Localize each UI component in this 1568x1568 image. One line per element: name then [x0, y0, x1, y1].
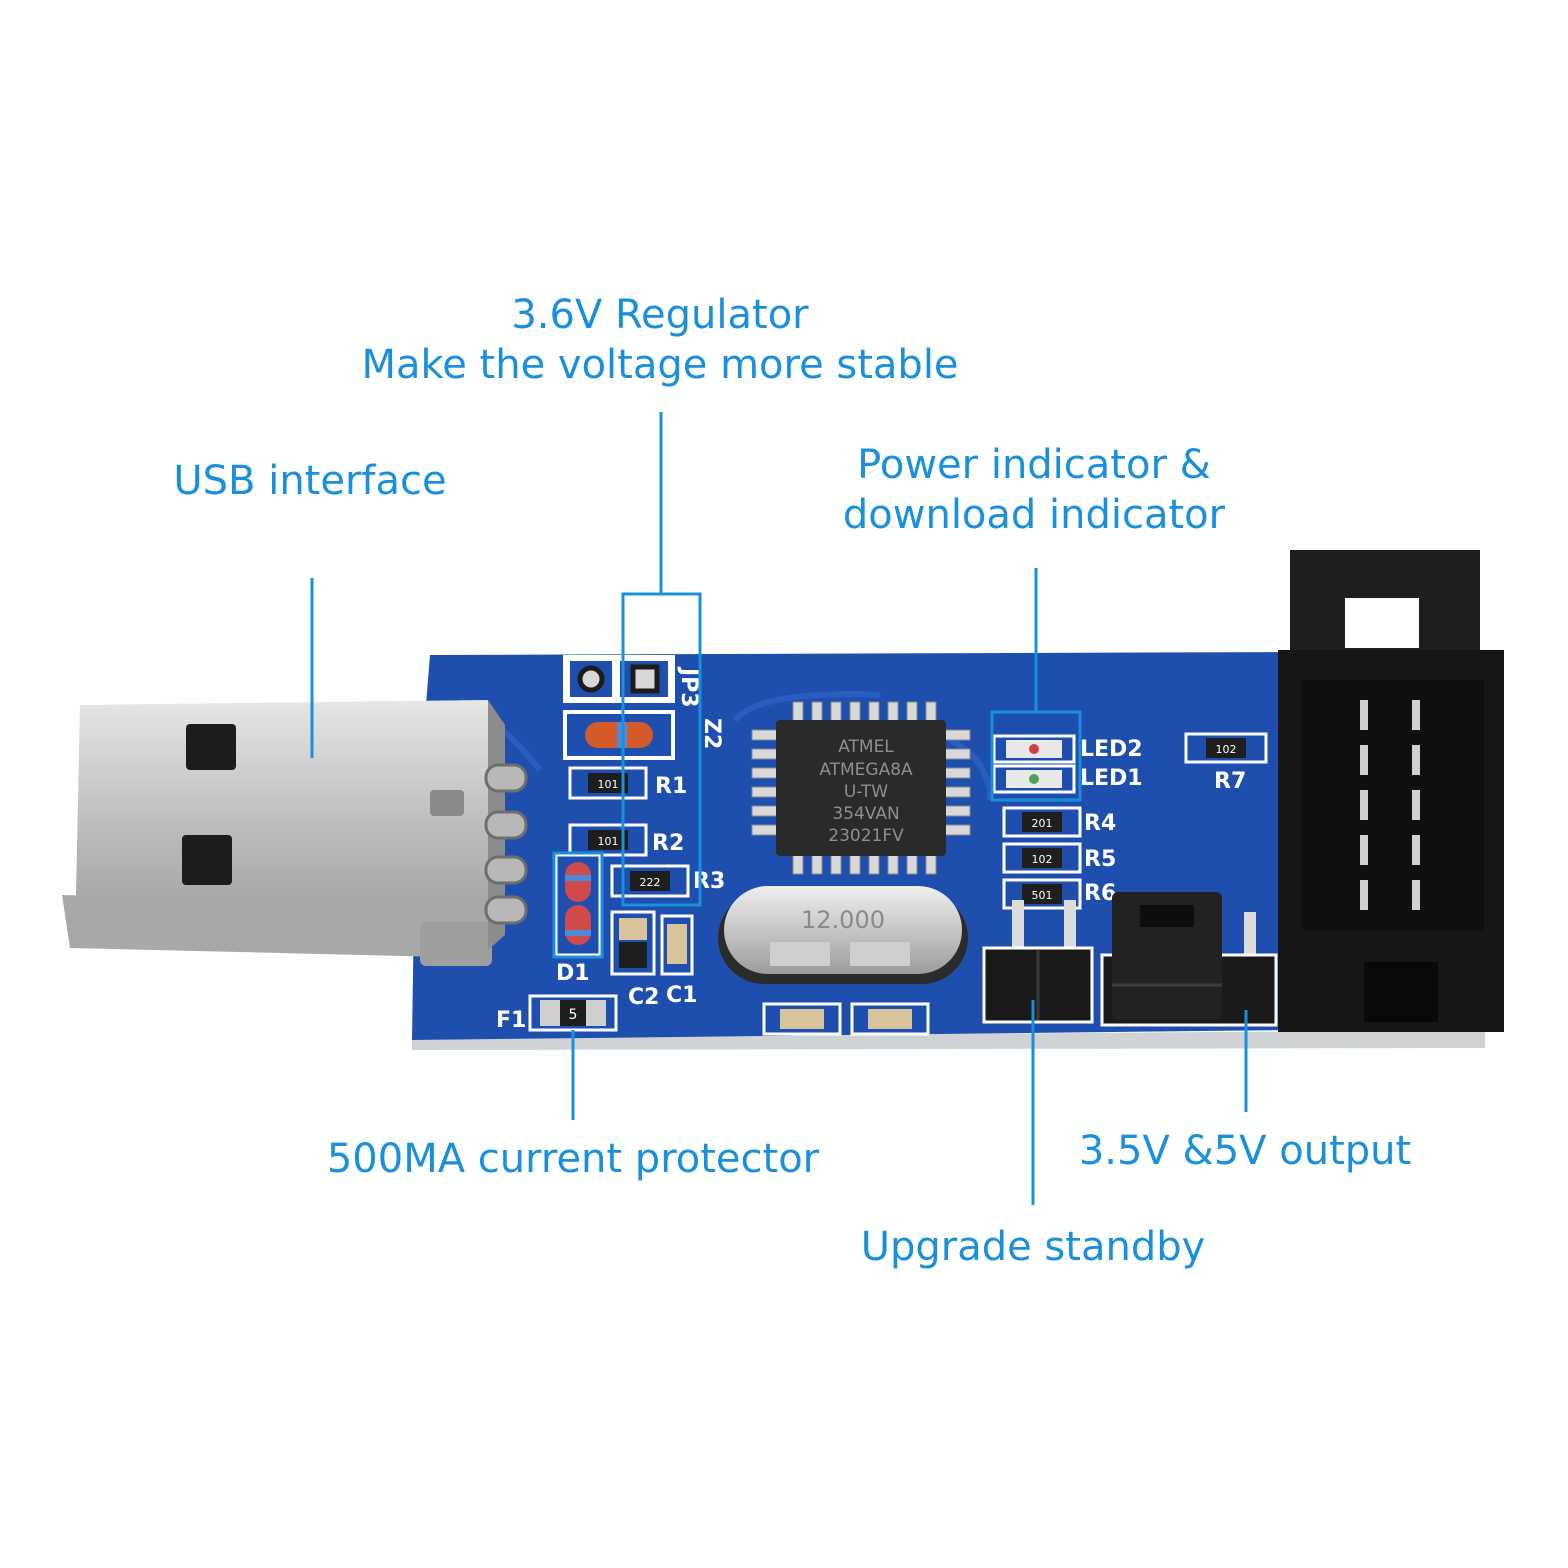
callout-regulator: 3.6V Regulator Make the voltage more sta… — [340, 290, 980, 390]
silk-r6: R6 — [1084, 881, 1116, 906]
silk-r3: R3 — [693, 869, 725, 894]
svg-text:102: 102 — [1032, 853, 1053, 866]
silk-r4: R4 — [1084, 811, 1116, 836]
callout-output-line1: 3.5V &5V output — [1078, 1128, 1412, 1174]
callout-usb-line1: USB interface — [173, 458, 447, 504]
callout-output: 3.5V &5V output — [1070, 1126, 1420, 1176]
svg-text:12.000: 12.000 — [801, 906, 885, 934]
chip-line-4: 354VAN — [832, 804, 899, 824]
leader-diode-box — [552, 851, 604, 959]
callout-usb-interface: USB interface — [150, 456, 470, 506]
silk-r7: R7 — [1214, 769, 1246, 794]
callout-fuse-line1: 500MA current protector — [326, 1136, 820, 1182]
resistor-r2: 101 — [568, 823, 648, 857]
silk-z2: Z2 — [699, 718, 724, 749]
callout-indicator-line1: Power indicator & — [857, 442, 1211, 488]
silk-jp3: JP3 — [676, 666, 701, 708]
chip-line-2: ATMEGA8A — [819, 760, 913, 780]
silk-led1: LED1 — [1080, 766, 1143, 791]
resistor-r4: 201 — [1002, 806, 1082, 838]
fuse-f1: 5 — [528, 994, 618, 1032]
silk-f1: F1 — [496, 1008, 526, 1033]
svg-text:5: 5 — [569, 1007, 578, 1023]
leader-regulator-bracket — [621, 592, 702, 907]
svg-text:102: 102 — [1216, 743, 1237, 756]
standby-header — [982, 900, 1094, 1024]
silk-c2: C2 — [628, 985, 659, 1010]
diode-d1 — [554, 853, 602, 957]
capacitor-c1 — [660, 914, 694, 976]
chip-line-3: U-TW — [844, 782, 888, 802]
isp-box-header — [1278, 550, 1504, 1032]
capacitor-c2 — [610, 910, 656, 976]
resistor-r5: 102 — [1002, 842, 1082, 874]
jp3-pads — [563, 655, 675, 703]
usb-pins — [484, 763, 528, 925]
led-pair — [992, 734, 1076, 794]
svg-text:501: 501 — [1032, 889, 1053, 902]
callout-standby-line1: Upgrade standby — [860, 1224, 1206, 1270]
bottom-capacitors — [762, 1002, 930, 1036]
silk-d1: D1 — [556, 961, 590, 986]
svg-text:201: 201 — [1032, 817, 1053, 830]
leader-indicator-box — [990, 710, 1082, 802]
svg-text:222: 222 — [640, 876, 661, 889]
resistor-r6: 501 — [1002, 878, 1082, 910]
callout-current-protector: 500MA current protector — [318, 1134, 828, 1184]
resistor-r3: 222 — [610, 864, 690, 898]
chip-line-5: 23021FV — [828, 826, 904, 846]
silk-r1: R1 — [655, 774, 687, 799]
callout-regulator-line1: 3.6V Regulator — [511, 292, 809, 338]
silk-r2: R2 — [652, 831, 684, 856]
silk-r5: R5 — [1084, 847, 1116, 872]
crystal-oscillator: 12.000 — [718, 886, 968, 984]
callout-upgrade-standby: Upgrade standby — [852, 1222, 1214, 1272]
microcontroller-chip: ATMEL ATMEGA8A U-TW 354VAN 23021FV — [751, 701, 971, 875]
usb-connector — [62, 700, 505, 966]
resistor-r1: 101 — [568, 766, 648, 800]
callout-indicator: Power indicator & download indicator — [824, 440, 1244, 540]
callout-indicator-line2: download indicator — [842, 492, 1226, 538]
callout-regulator-line2: Make the voltage more stable — [361, 342, 959, 388]
chip-line-1: ATMEL — [838, 737, 894, 757]
pcb-edge — [412, 1030, 1485, 1050]
svg-text:101: 101 — [598, 778, 619, 791]
silk-led2: LED2 — [1080, 737, 1143, 762]
silk-c1: C1 — [666, 983, 697, 1008]
resistor-r7: 102 — [1184, 732, 1268, 764]
svg-text:101: 101 — [598, 835, 619, 848]
